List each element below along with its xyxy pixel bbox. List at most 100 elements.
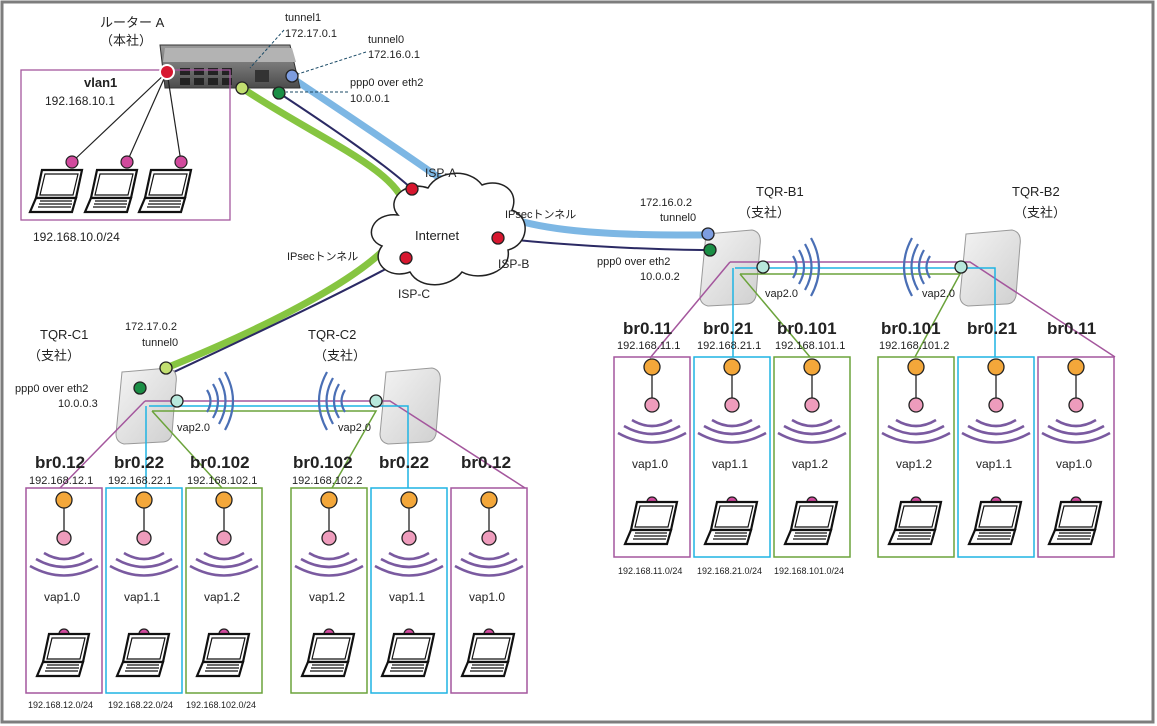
tqr-c2-subtitle: （支社） [314, 348, 366, 363]
isp-a-point [405, 182, 419, 196]
tunnel0-leader [297, 51, 367, 75]
laptop-icon [1047, 500, 1103, 546]
laptop-icon [28, 168, 84, 214]
isp-b-label: ISP-B [498, 257, 529, 271]
c-link-purple-left [59, 400, 146, 489]
b-bridge-1-name: br0.11 [623, 319, 672, 338]
c-bridge-column-4 [290, 487, 368, 694]
lan-pc-1-port [65, 155, 79, 169]
lan-links [71, 71, 182, 163]
tqr-c2-vap: vap2.0 [338, 422, 371, 434]
c-bridge-column-2 [105, 487, 183, 694]
laptop-icon [460, 632, 516, 678]
vlan1-subnet: 192.168.10.0/24 [33, 230, 120, 244]
b-bridge-3-name: br0.101 [777, 319, 837, 338]
c-link-green [152, 410, 378, 489]
isp-c-point [399, 251, 413, 265]
tqr-b1-ppp-ip: 10.0.0.2 [640, 271, 680, 283]
tqr-b1-subtitle: （支社） [738, 205, 790, 220]
b-link-green [740, 273, 962, 358]
b-link-green-left [739, 273, 811, 358]
isp-c-label: ISP-C [398, 287, 430, 301]
b-link-purple-left [649, 261, 731, 359]
vlan1-port [159, 64, 175, 80]
laptop-icon [83, 168, 139, 214]
c-link-green-left [151, 410, 223, 489]
c-bridge-3-name: br0.102 [190, 453, 250, 472]
wan-line-a [278, 92, 413, 190]
laptop-icon [967, 500, 1023, 546]
c-bridge-1-name: br0.12 [35, 453, 85, 472]
tqr-b2-vap: vap2.0 [922, 288, 955, 300]
tqr-c1-ppp0 [133, 381, 147, 395]
laptop-icon [35, 632, 91, 678]
c-bridge-5-vap: vap1.1 [389, 590, 425, 604]
c-bridge-column-5 [370, 487, 448, 694]
c-bridge-3-ip: 192.168.102.1 [187, 475, 257, 487]
b-bridge-2-vap: vap1.1 [712, 457, 748, 471]
tunnel-label-c: IPsecトンネル [287, 250, 358, 263]
b-bridge-5-name: br0.21 [967, 319, 1017, 338]
c-bridge-6-vap: vap1.0 [469, 590, 505, 604]
tqr-c1-ppp-ip: 10.0.0.3 [58, 398, 98, 410]
c-bridge-4-ip: 192.168.102.2 [292, 475, 362, 487]
b-bridge-4-ip: 192.168.101.2 [879, 340, 949, 352]
tunnel1-endpoint [235, 81, 249, 95]
c-bridge-3-subnet: 192.168.102.0/24 [186, 700, 256, 710]
b-bridge-1-vap: vap1.0 [632, 457, 668, 471]
tqr-b1-vap2-port [756, 260, 770, 274]
tqr-b1-vap: vap2.0 [765, 288, 798, 300]
laptop-icon [115, 632, 171, 678]
b-bridge-4-name: br0.101 [881, 319, 941, 338]
router-a-ppp-ip: 10.0.0.1 [350, 93, 390, 105]
laptop-icon [300, 632, 356, 678]
router-a-subtitle: （本社） [100, 33, 152, 48]
tunnel0-endpoint [285, 69, 299, 83]
tqr-c2-device [379, 367, 441, 445]
b-link-purple [730, 261, 1116, 358]
b-bridge-2-name: br0.21 [703, 319, 753, 338]
b-bridge-column-1 [613, 356, 691, 558]
laptop-icon [703, 500, 759, 546]
b-bridge-6-name: br0.11 [1047, 319, 1096, 338]
isp-b-point [491, 231, 505, 245]
laptop-icon [783, 500, 839, 546]
tqr-c1-vap2-port [170, 394, 184, 408]
b-bridge-5-vap: vap1.1 [976, 457, 1012, 471]
tqr-b2-subtitle: （支社） [1014, 205, 1066, 220]
wan-line-b [497, 237, 711, 251]
tqr-b1-tunnel0 [701, 227, 715, 241]
c-bridge-column-3 [185, 487, 263, 694]
laptop-icon [195, 632, 251, 678]
b-bridge-6-vap: vap1.0 [1056, 457, 1092, 471]
router-a-device [159, 44, 301, 89]
c-bridge-2-name: br0.22 [114, 453, 164, 472]
tqr-b1-ppp0 [703, 243, 717, 257]
c-link-blue [149, 405, 409, 488]
c-bridge-4-name: br0.102 [293, 453, 353, 472]
router-a-tunnel1-ip: 172.17.0.1 [285, 28, 337, 40]
c-bridge-1-subnet: 192.168.12.0/24 [28, 700, 93, 710]
laptop-icon [887, 500, 943, 546]
lan-pc-3-port [174, 155, 188, 169]
b-bridge-4-vap: vap1.2 [896, 457, 932, 471]
b-link-blue [735, 267, 996, 357]
ppp0-endpoint-a [272, 86, 286, 100]
laptop-icon [380, 632, 436, 678]
c-bridge-2-ip: 192.168.22.1 [108, 475, 172, 487]
b-bridge-2-ip: 192.168.21.1 [697, 340, 761, 352]
router-a-ppp-label: ppp0 over eth2 [350, 77, 423, 89]
router-a-title: ルーター A [100, 15, 165, 30]
router-a-tunnel0-ip: 172.16.0.1 [368, 49, 420, 61]
laptop-icon [137, 168, 193, 214]
tqr-b2-title: TQR-B2 [1012, 184, 1060, 199]
tunnel1-leader [249, 29, 285, 69]
c-bridge-3-vap: vap1.2 [204, 590, 240, 604]
laptop-icon [623, 500, 679, 546]
b-bridge-column-5 [957, 356, 1035, 558]
c-bridge-column-6 [450, 487, 528, 694]
tunnel-label-b: IPsecトンネル [505, 208, 576, 221]
internet-label: Internet [415, 228, 459, 243]
isp-a-label: ISP-A [425, 166, 456, 180]
